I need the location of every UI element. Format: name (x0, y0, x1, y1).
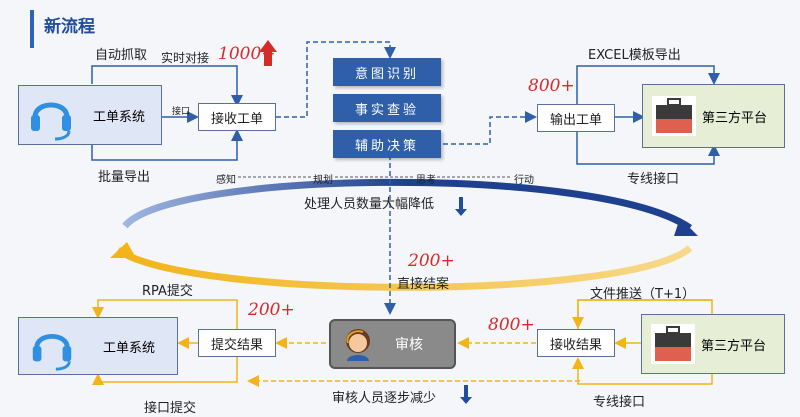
third-party-label: 第三方平台 (701, 338, 767, 354)
receive-count: 800+ (488, 315, 535, 335)
submit-result-box: 提交结果 (198, 329, 276, 357)
file-push-label: 文件推送（T+1） (590, 287, 696, 302)
review-box: 审核 (329, 319, 456, 369)
to-output-connector (443, 111, 537, 145)
api-submit-connector (92, 356, 238, 385)
receive-result-box: 接收结果 (537, 329, 615, 357)
review-label: 审核 (395, 337, 423, 353)
system-label: 工单系统 (93, 109, 146, 125)
briefcase-icon (652, 96, 696, 136)
decrease-arrow-icon (460, 385, 472, 404)
briefcase-icon (651, 324, 695, 364)
interface-small-label: 接口 (172, 107, 191, 117)
rpa-submit-label: RPA提交 (142, 284, 193, 299)
step-fact-check: 事实查验 (333, 94, 441, 122)
file-push-connector (572, 299, 712, 329)
receive-order-box: 接收工单 (198, 103, 276, 131)
page-title: 新流程 (44, 17, 95, 37)
excel-export-connector (576, 65, 720, 104)
title-accent-bar (30, 10, 34, 48)
third-party-top: 第三方平台 (642, 84, 785, 148)
output-count: 800+ (528, 76, 575, 96)
dedicated-api-connector (576, 130, 720, 165)
third-party-bottom: 第三方平台 (641, 314, 785, 374)
auto-fetch-label: 自动抓取 (95, 48, 148, 63)
submit-result-label: 提交结果 (210, 337, 263, 353)
ticket-system-bottom: 工单系统 (18, 317, 178, 375)
headset-icon (32, 334, 72, 371)
review-reduce-label: 审核人员逐步减少 (332, 391, 437, 406)
realtime-count: 1000+ (218, 44, 276, 64)
submit-count: 200+ (248, 300, 295, 320)
phase-plan: 规划 (313, 175, 333, 186)
dedicated-api-label: 专线接口 (627, 172, 680, 187)
batch-export-connector (91, 129, 243, 161)
realtime-label: 实时对接 (161, 51, 210, 65)
bottom-dedicated-connector (572, 357, 713, 385)
staff-reduce-label: 处理人员数量大幅降低 (304, 197, 435, 212)
batch-export-label: 批量导出 (98, 170, 151, 185)
third-party-label: 第三方平台 (702, 110, 768, 126)
receive-result-label: 接收结果 (549, 337, 602, 353)
phase-act: 行动 (514, 175, 534, 186)
step-decision: 辅助决策 (333, 130, 441, 158)
dedicated-api-label: 专线接口 (593, 395, 646, 410)
reviewer-avatar-icon (346, 329, 370, 361)
ticket-system-top: 工单系统 (18, 85, 162, 145)
rpa-connector (92, 299, 238, 330)
step-intent: 意图识别 (333, 58, 441, 86)
output-order-box: 输出工单 (537, 104, 615, 132)
to-intent-connector (276, 41, 396, 118)
phase-perceive: 感知 (216, 175, 236, 186)
phase-think: 思考 (416, 175, 436, 186)
output-order-label: 输出工单 (549, 112, 602, 128)
direct-close-count: 200+ (408, 251, 455, 271)
api-submit-label: 接口提交 (144, 401, 197, 416)
direct-close-label: 直接结案 (397, 277, 450, 292)
excel-export-label: EXCEL模板导出 (588, 48, 681, 63)
auto-fetch-connector (91, 65, 243, 107)
system-label: 工单系统 (103, 340, 156, 356)
decrease-arrow-icon (455, 197, 467, 216)
headset-icon (31, 102, 71, 141)
increase-arrow-icon (259, 40, 277, 66)
receive-order-label: 接收工单 (210, 111, 263, 127)
